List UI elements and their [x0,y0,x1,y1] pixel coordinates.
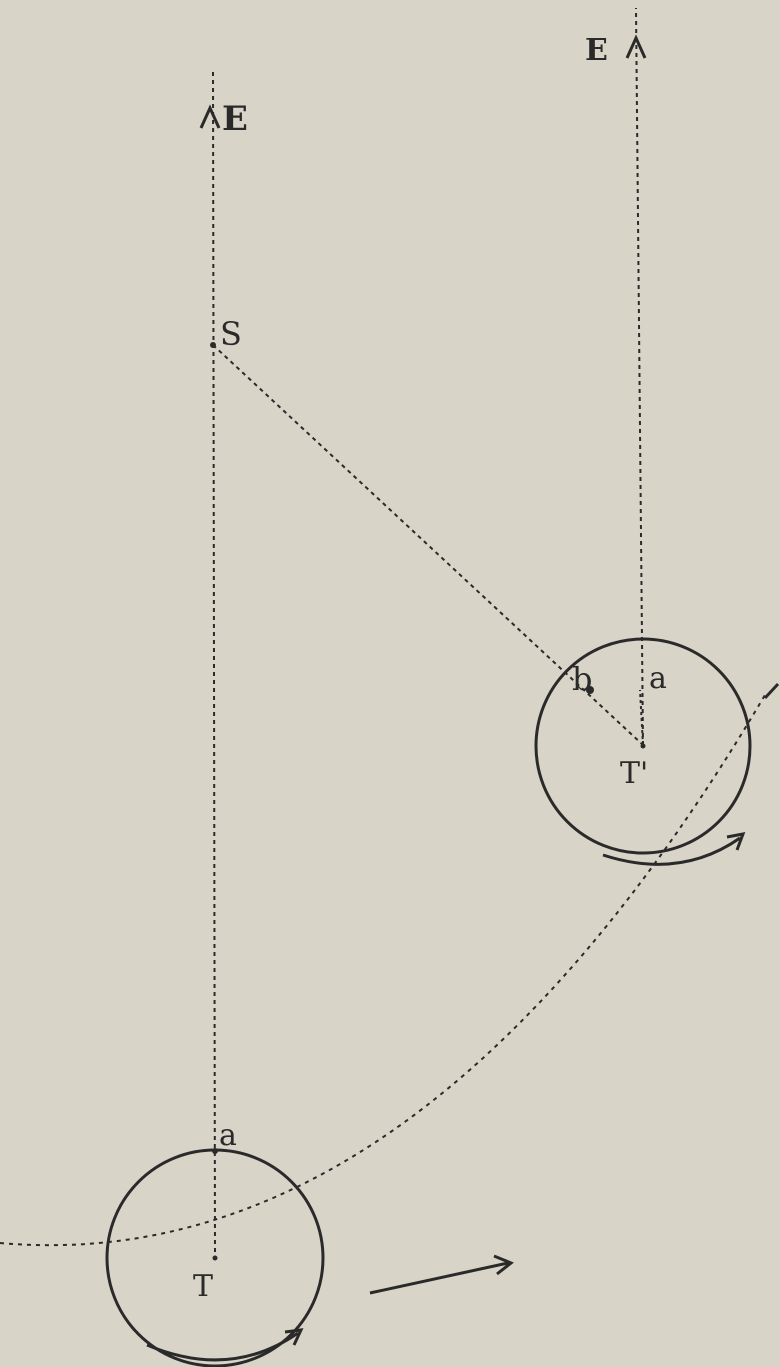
diagonal-line-s-to-t-prime [212,344,644,746]
label-e-left: E [222,99,248,139]
earth-circle-t-prime [534,637,752,855]
rotation-arrowhead-right [726,832,746,851]
label-a-right: a [649,661,667,696]
orbital-motion-arrow [369,1261,509,1295]
right-e-arrowhead [625,34,647,59]
label-a-left: a [219,1118,237,1153]
right-vertical-line [635,7,644,746]
rotation-arrow-left [146,1331,299,1362]
orbital-motion-arrowhead [493,1254,514,1276]
label-e-right: E [585,33,608,68]
point-a-left [212,1148,218,1154]
rotation-arrow-right [602,836,741,866]
point-b [586,686,594,694]
left-e-arrowhead [199,104,221,129]
orbit-end-tick [763,682,780,700]
label-t: T [193,1269,213,1304]
rotation-arrowhead-left [284,1328,304,1346]
label-s: S [220,315,242,353]
center-point-t [212,1255,218,1261]
label-b: b [572,660,592,698]
orbit-path [0,694,766,1247]
point-s [210,342,216,348]
center-point-t-prime [640,743,646,749]
label-t-prime: T' [620,756,648,791]
left-vertical-line [212,69,216,1261]
